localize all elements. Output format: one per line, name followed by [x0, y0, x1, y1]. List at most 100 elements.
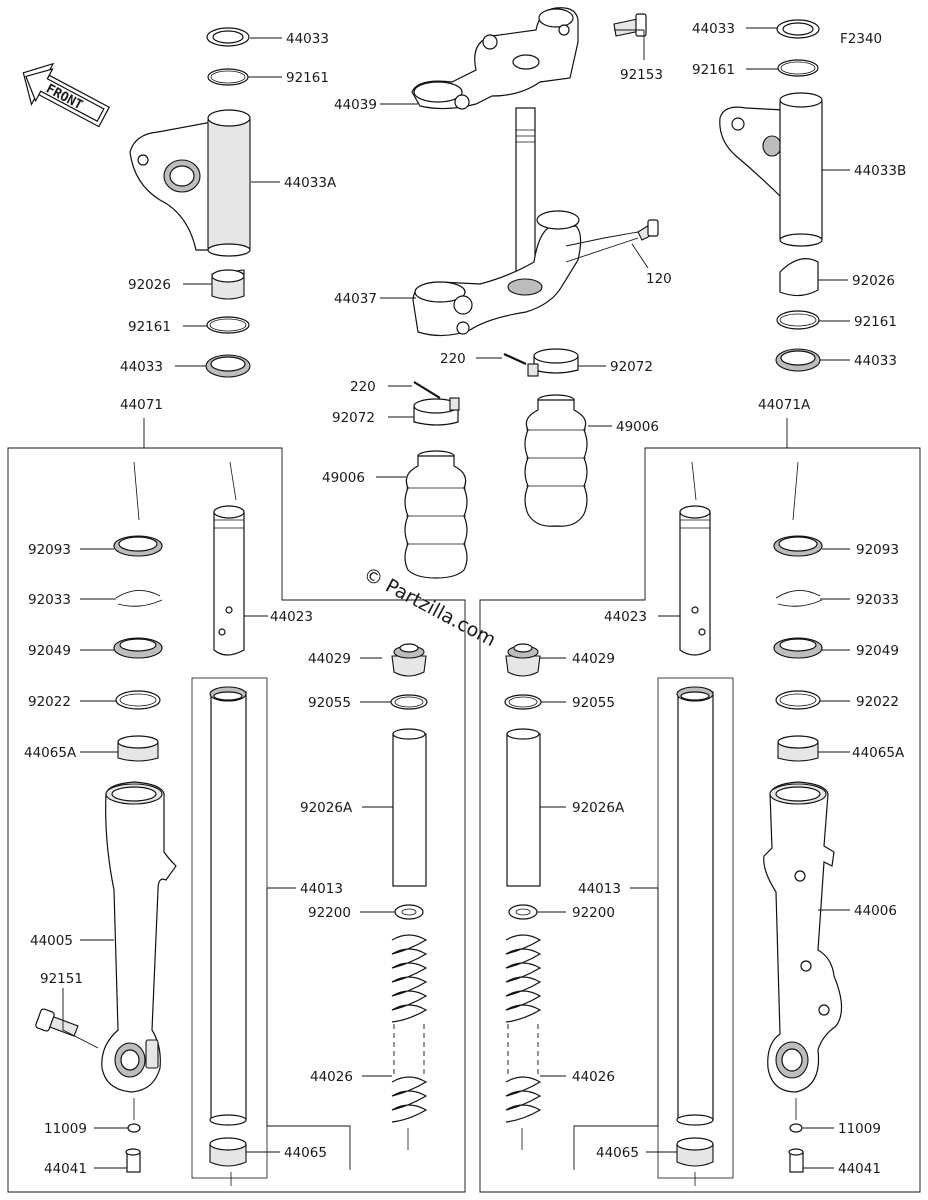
label-220-a: 220: [440, 351, 466, 367]
fork-tube-44013-left: [209, 686, 247, 1126]
upper-triple-clamp: [411, 7, 579, 110]
boot-clamp-right: [527, 348, 579, 377]
rings-top-right: [776, 19, 820, 77]
washer-11009-left: [127, 1098, 141, 1133]
spacer-92026A-right: [506, 728, 541, 887]
label-92022-left: 92022: [28, 694, 71, 710]
spring-44026-right: [505, 934, 542, 1150]
label-92200-right: 92200: [572, 905, 615, 921]
cap-and-rings-right: [775, 258, 821, 372]
upper-bracket-left: [129, 109, 251, 257]
label-92049-right: 92049: [856, 643, 899, 659]
spacer-92026A-left: [392, 728, 427, 887]
label-44033-top-right: 44033: [692, 21, 735, 37]
washer-11009-right: [789, 1098, 803, 1133]
label-92055-left: 92055: [308, 695, 351, 711]
label-44013-left: 44013: [300, 881, 343, 897]
part-labels: F2340 44033 92161 44033A 92026 92161 440…: [24, 21, 906, 1177]
label-44033-right: 44033: [854, 353, 897, 369]
label-220-b: 220: [350, 379, 376, 395]
outer-tube-44005: [101, 781, 177, 1093]
washer-92200-right: [508, 904, 538, 920]
label-44033-top-left: 44033: [286, 31, 329, 47]
label-44023-left: 44023: [270, 609, 313, 625]
front-arrow-icon: FRONT: [22, 62, 111, 128]
label-44065A-left: 44065A: [24, 745, 77, 761]
rings-top-left: [206, 27, 250, 86]
label-92161-top-right: 92161: [692, 62, 735, 78]
label-44023-right: 44023: [604, 609, 647, 625]
label-44071A: 44071A: [758, 397, 811, 413]
boot-49006-right: [524, 394, 588, 527]
label-44029-right: 44029: [572, 651, 615, 667]
label-44041-left: 44041: [44, 1161, 87, 1177]
label-92033-right: 92033: [856, 592, 899, 608]
label-92093-left: 92093: [28, 542, 71, 558]
bolt-44041-left: [125, 1148, 141, 1173]
upper-bracket-right: [719, 92, 823, 247]
label-44029-left: 44029: [308, 651, 351, 667]
bushing-44065-right: [676, 1137, 714, 1186]
label-92026A-left: 92026A: [300, 800, 353, 816]
screw-220-a: [503, 352, 527, 366]
label-44065-right: 44065: [596, 1145, 639, 1161]
group-brackets: [7, 418, 921, 1193]
label-44071: 44071: [120, 397, 163, 413]
bolt-44041-right: [788, 1148, 804, 1173]
steering-stem: [515, 107, 536, 289]
boot-clamp-left: [413, 397, 460, 426]
bolt-92151: [35, 1008, 79, 1037]
label-44033-left: 44033: [120, 359, 163, 375]
screw-220-b: [413, 381, 441, 399]
label-120: 120: [646, 271, 672, 287]
label-92033-left: 92033: [28, 592, 71, 608]
label-44026-right: 44026: [572, 1069, 615, 1085]
oring-92055-right: [504, 694, 542, 710]
label-49006-b: 49006: [322, 470, 365, 486]
label-92151: 92151: [40, 971, 83, 987]
lower-triple-clamp: [412, 210, 582, 337]
seals-left: [113, 461, 163, 762]
label-92161-right: 92161: [854, 314, 897, 330]
label-92022-right: 92022: [856, 694, 899, 710]
label-92026A-right: 92026A: [572, 800, 625, 816]
label-44006: 44006: [854, 903, 897, 919]
label-44033B: 44033B: [854, 163, 906, 179]
label-92072-a: 92072: [610, 359, 653, 375]
label-92153: 92153: [620, 67, 663, 83]
label-92026-left: 92026: [128, 277, 171, 293]
label-44013-right: 44013: [578, 881, 621, 897]
label-44037: 44037: [334, 291, 377, 307]
label-44005: 44005: [30, 933, 73, 949]
diagram-id: F2340: [840, 31, 882, 47]
label-92093-right: 92093: [856, 542, 899, 558]
label-92161-top-left: 92161: [286, 70, 329, 86]
label-44026-left: 44026: [310, 1069, 353, 1085]
label-49006-a: 49006: [616, 419, 659, 435]
leader-lines: [62, 27, 850, 1169]
seals-right: [773, 461, 823, 762]
label-44065-left: 44065: [284, 1145, 327, 1161]
fork-tube-44013-right: [676, 686, 714, 1126]
label-44041-right: 44041: [838, 1161, 881, 1177]
bushing-44065-left: [209, 1137, 247, 1186]
oring-92055-left: [390, 694, 428, 710]
label-44033A: 44033A: [284, 175, 337, 191]
boot-49006-left: [404, 450, 468, 579]
cap-44029-right: [505, 643, 541, 677]
washer-92200-left: [394, 904, 424, 920]
inner-tube-44023-right: [679, 461, 711, 656]
label-11009-left: 11009: [44, 1121, 87, 1137]
label-92055-right: 92055: [572, 695, 615, 711]
inner-tube-44023-left: [213, 461, 245, 656]
label-44039: 44039: [334, 97, 377, 113]
cap-and-rings-left: [205, 269, 251, 378]
outer-tube-44006: [763, 781, 843, 1093]
label-92026-right: 92026: [852, 273, 895, 289]
spring-44026-left: [391, 934, 428, 1150]
label-92200-left: 92200: [308, 905, 351, 921]
label-92072-b: 92072: [332, 410, 375, 426]
label-11009-right: 11009: [838, 1121, 881, 1137]
label-92161-left: 92161: [128, 319, 171, 335]
